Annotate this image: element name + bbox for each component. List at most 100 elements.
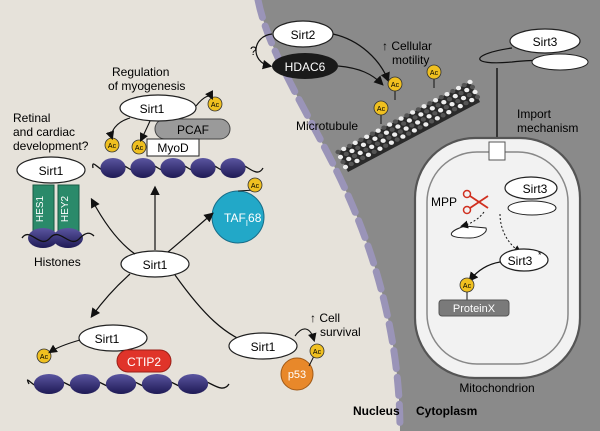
- tubulin-dimer: [466, 92, 472, 98]
- tubulin-dimer: [380, 138, 386, 143]
- tubulin-dimer: [432, 111, 438, 116]
- cellular-motility-label-2: motility: [392, 53, 429, 67]
- hey2-label: HEY2: [60, 196, 71, 223]
- mpp-label: MPP: [431, 195, 457, 209]
- sirt1-retinal-label: Sirt1: [39, 164, 64, 178]
- tubulin-dimer: [440, 113, 446, 118]
- sirt1-to-pcaf-arrow: [195, 90, 213, 107]
- sirt1-myogenesis-label: Sirt1: [140, 102, 165, 116]
- tubulin-dimer: [374, 141, 381, 146]
- tubulin-dimer: [403, 126, 409, 131]
- tubulin-dimer: [360, 142, 367, 148]
- tubulin-dimer: [463, 100, 469, 106]
- sirt2-to-mt-arrow: [332, 33, 390, 83]
- ac-p53: Ac: [308, 343, 325, 367]
- histone-retinal-2: [53, 228, 83, 248]
- tubulin-dimer: [404, 113, 410, 118]
- sirt2-hdac6-arrow: [255, 33, 273, 70]
- sirt1-to-myod-arrow: [140, 120, 151, 142]
- tubulin-dimer: [474, 94, 481, 100]
- tubulin-dimer: [335, 149, 341, 155]
- sirt3-active-mark: *: [538, 250, 542, 260]
- ac-text: Ac: [135, 145, 144, 152]
- ac-text: Ac: [313, 349, 322, 356]
- taf-group: TAFI68 Ac: [211, 177, 265, 244]
- tubulin-dimer: [364, 134, 370, 139]
- proteinx-label: ProteinX: [453, 303, 496, 315]
- tubulin-dimer: [423, 109, 430, 114]
- cytoplasm-label: Cytoplasm: [416, 404, 477, 418]
- tubulin-dimer: [381, 125, 387, 130]
- histone: [220, 158, 246, 178]
- tubulin-dimer: [420, 117, 426, 122]
- tubulin-dimer: [357, 150, 363, 156]
- tubulin-dimer: [371, 149, 377, 154]
- import-pore: [488, 141, 506, 161]
- sirt2-label: Sirt2: [291, 28, 316, 42]
- tubulin-dimer: [337, 154, 344, 160]
- ac-proteinx: Ac: [459, 277, 475, 300]
- tubulin-dimer: [455, 85, 462, 91]
- tubulin-dimer: [363, 147, 369, 153]
- tubulin-dimer: [464, 87, 470, 93]
- tubulin-dimer: [369, 131, 376, 136]
- tubulin-dimer: [372, 136, 378, 141]
- ac-microtubule-1: Ac: [373, 100, 389, 124]
- ac-text: Ac: [377, 106, 386, 113]
- tubulin-dimer: [451, 106, 458, 112]
- sirt3-presequence: [531, 53, 589, 71]
- mitochondrion: [413, 136, 582, 380]
- ac-text: Ac: [40, 354, 49, 361]
- ac-text: Ac: [391, 82, 400, 89]
- histone: [130, 158, 156, 178]
- sirt1-to-histone-arrow: [105, 117, 131, 141]
- mpp-cleavage-group: MPP Sirt3: [431, 176, 558, 254]
- tubulin-dimer: [343, 151, 349, 157]
- tubulin-dimer: [415, 120, 421, 125]
- tubulin-dimer: [446, 96, 453, 102]
- tubulin-dimer: [458, 90, 464, 96]
- pcaf-label: PCAF: [177, 123, 209, 137]
- tubulin-dimer: [423, 122, 429, 127]
- arrow-to-retinal: [90, 197, 136, 255]
- ac-myogenesis-histone: Ac: [104, 137, 120, 153]
- sirt1-ctip2-oval: [78, 324, 148, 352]
- ctip2-group: Sirt1 CTIP2 Ac: [36, 324, 172, 373]
- retinal-group: Retinal and cardiac development? Sirt1 H…: [13, 111, 95, 269]
- tubulin-dimer: [369, 144, 375, 149]
- tubulin-dimer: [421, 104, 427, 109]
- tubulin-dimer: [348, 161, 354, 167]
- sirt1-myogenesis-oval: [119, 94, 197, 122]
- tubulin-dimer: [392, 119, 398, 124]
- p53-label: p53: [288, 369, 306, 381]
- proteinx-box: [438, 299, 510, 317]
- hdac6-to-mt-arrow: [337, 65, 384, 86]
- tubulin-dimer: [409, 123, 415, 128]
- ac-ctip2-histone: Ac: [36, 348, 52, 364]
- tubulin-dimer: [387, 122, 393, 127]
- sirt1-retinal-oval: [16, 156, 86, 184]
- tubulin-dimer: [426, 114, 432, 119]
- question-mark: ?: [250, 44, 257, 58]
- sirt3-cytoplasm-oval: [509, 28, 581, 54]
- dna-retinal: [21, 232, 95, 243]
- central-sirt1-group: Sirt1: [90, 185, 263, 350]
- tubulin-dimer: [418, 112, 424, 117]
- ctip2-label: CTIP2: [127, 355, 161, 369]
- tubulin-dimer: [365, 152, 372, 158]
- hdac6-oval: [272, 53, 338, 79]
- tubulin-dimer: [392, 132, 398, 137]
- microtubule-label: Microtubule: [296, 119, 358, 133]
- tubulin-dimer: [342, 164, 349, 170]
- sirt3-import-group: Sirt3 Import mechanism: [479, 28, 589, 161]
- tubulin-dimer: [351, 153, 358, 159]
- nucleus-label: Nucleus: [353, 404, 400, 418]
- import-label-2: mechanism: [517, 121, 578, 135]
- tubulin-dimer: [383, 143, 389, 148]
- sirt1-to-ctip-histone-arrow: [48, 339, 81, 354]
- sirt1-central-oval: [120, 250, 190, 278]
- cleavage-arrow-1: [460, 211, 485, 229]
- tubulin-dimer: [352, 140, 358, 146]
- sirt3-active-oval: [499, 248, 549, 272]
- tubulin-dimer: [394, 137, 400, 142]
